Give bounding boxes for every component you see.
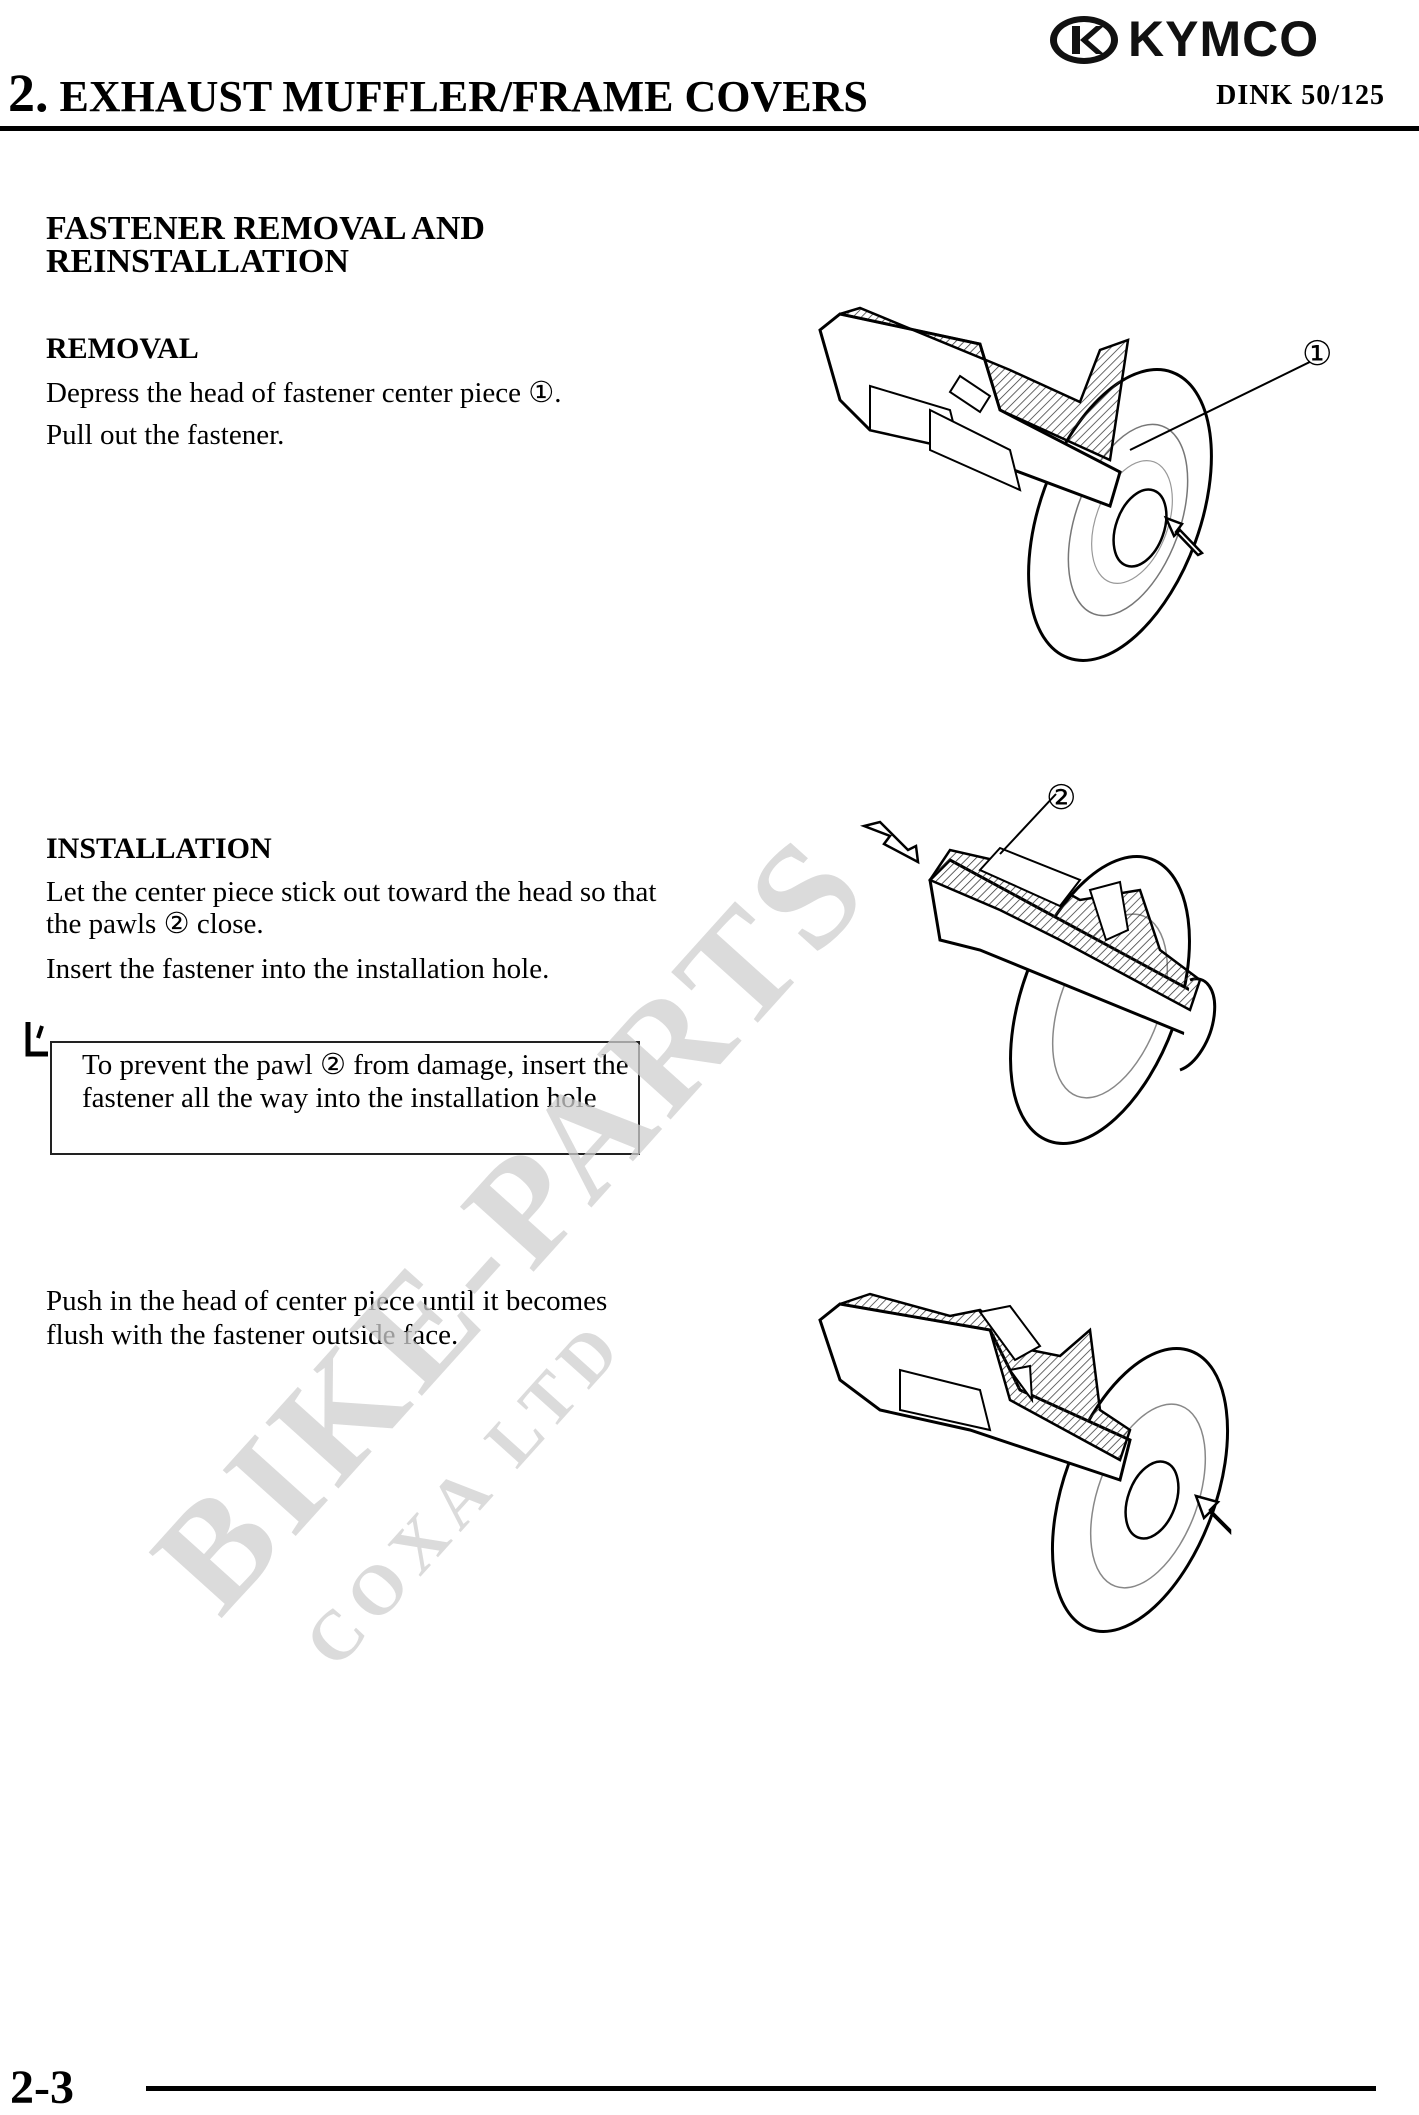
model-label: DINK 50/125 — [1216, 80, 1385, 111]
removal-heading: REMOVAL — [46, 332, 199, 365]
installation-heading: INSTALLATION — [46, 832, 272, 865]
kymco-logo: KYMCO — [1046, 8, 1392, 72]
chapter-title-text: EXHAUST MUFFLER/FRAME COVERS — [59, 72, 868, 121]
removal-step-1: Depress the head of fastener center piec… — [46, 377, 562, 409]
kymco-emblem-icon — [1050, 16, 1118, 64]
note-icon — [25, 1022, 48, 1057]
callout-2: ② — [1046, 780, 1077, 817]
note-box: To prevent the pawl ② from damage, inser… — [50, 1041, 640, 1155]
fastener-installation-figure — [860, 793, 1217, 1145]
fastener-push-in-figure — [818, 1292, 1232, 1633]
footer-divider — [146, 2086, 1376, 2091]
removal-step-2: Pull out the fastener. — [46, 419, 285, 451]
section-title: FASTENER REMOVAL AND REINSTALLATION — [46, 210, 485, 280]
installation-step-3: Push in the head of center piece until i… — [46, 1285, 608, 1351]
installation-step-1: Let the center piece stick out toward th… — [46, 876, 657, 940]
fastener-removal-figure — [818, 306, 1310, 662]
note-text: To prevent the pawl ② from damage, inser… — [82, 1049, 629, 1114]
installation-step-2: Insert the fastener into the installatio… — [46, 953, 550, 985]
header-divider — [0, 126, 1419, 131]
watermark-sub: COXA LTD — [291, 1305, 641, 1681]
page-number: 2-3 — [10, 2061, 74, 2114]
callout-1: ① — [1302, 336, 1333, 373]
chapter-title: 2. EXHAUST MUFFLER/FRAME COVERS — [8, 62, 868, 124]
brand-name: KYMCO — [1128, 11, 1320, 67]
chapter-number: 2. — [8, 63, 49, 123]
